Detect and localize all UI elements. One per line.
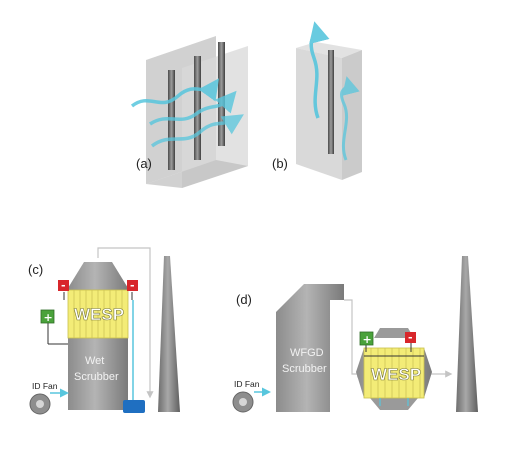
panel-c-label: (c) bbox=[28, 262, 43, 277]
negative-terminal bbox=[58, 280, 69, 291]
outlet-duct bbox=[97, 247, 154, 399]
scrubber-label-line1: Wet bbox=[85, 355, 104, 367]
wesp-hopper bbox=[370, 398, 418, 410]
scrubber-label-line2: Scrubber bbox=[282, 363, 327, 375]
panel-d-wfgd-wesp: (d) WFGD Scrubber WESP + - I bbox=[232, 256, 478, 413]
wesp-label: WESP bbox=[371, 365, 421, 384]
positive-sign: + bbox=[44, 311, 53, 324]
discharge-electrode bbox=[218, 42, 225, 146]
stack bbox=[456, 256, 478, 412]
stack bbox=[158, 256, 180, 412]
wesp-top-cap bbox=[374, 328, 414, 338]
negative-terminal bbox=[127, 280, 138, 291]
panel-b-tubular-wesp: (b) bbox=[272, 21, 362, 180]
wfgd-scrubber bbox=[276, 284, 344, 412]
id-fan-label: ID Fan bbox=[234, 379, 260, 389]
discharge-electrode bbox=[194, 56, 201, 160]
panel-b-label: (b) bbox=[272, 156, 288, 171]
id-fan-label: ID Fan bbox=[32, 381, 58, 391]
panel-a-plate-wesp: (a) bbox=[130, 36, 248, 188]
negative-sign: - bbox=[130, 279, 135, 292]
gas-flow-arrow bbox=[150, 114, 244, 148]
scrubber-label-line1: WFGD bbox=[290, 347, 324, 359]
id-fan-hub bbox=[36, 400, 44, 408]
wesp-tubes bbox=[73, 290, 123, 338]
negative-sign: - bbox=[61, 279, 66, 292]
negative-sign: - bbox=[408, 331, 413, 344]
gas-flow-arrow bbox=[130, 78, 220, 108]
gas-flow-arrow bbox=[149, 90, 237, 126]
negative-terminal bbox=[405, 332, 416, 343]
positive-terminal bbox=[40, 309, 55, 324]
panel-c-wet-scrubber-wesp: (c) WESP + - - Wet Scrubber bbox=[28, 247, 180, 415]
panel-a-label: (a) bbox=[136, 156, 152, 171]
positive-terminal bbox=[359, 331, 374, 346]
gas-flow-arrow bbox=[340, 76, 360, 161]
gas-flow-arrow bbox=[309, 21, 330, 119]
discharge-electrode bbox=[328, 50, 334, 154]
id-fan-hub bbox=[239, 398, 247, 406]
positive-sign: + bbox=[363, 333, 372, 346]
panel-d-label: (d) bbox=[236, 292, 252, 307]
wesp-label: WESP bbox=[74, 305, 124, 324]
scrubber-label-line2: Scrubber bbox=[74, 371, 119, 383]
recirculation-pump bbox=[123, 400, 145, 413]
